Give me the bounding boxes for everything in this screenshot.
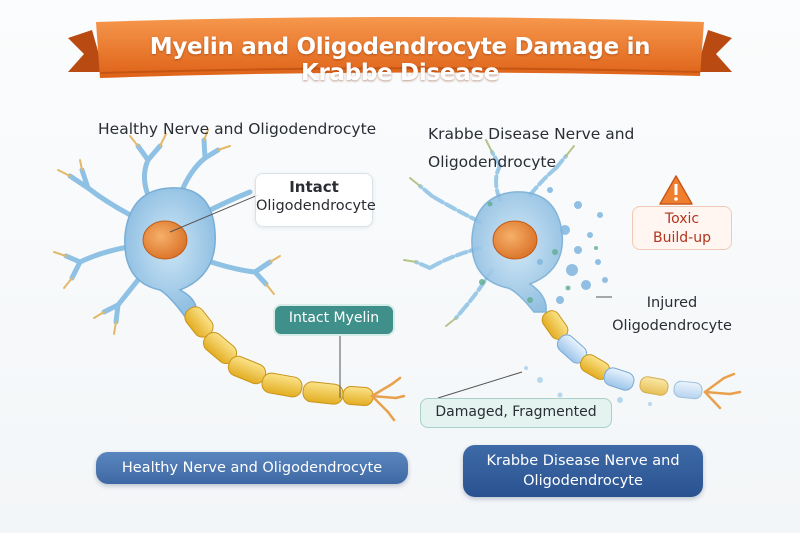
title-banner <box>68 17 732 78</box>
intact-myelin-callout: Intact Myelin <box>273 304 395 336</box>
healthy-myelin-sheath <box>184 306 374 406</box>
damaged-fragmented-callout: Damaged, Fragmented <box>420 398 612 428</box>
page-title: Myelin and Oligodendrocyte Damage in Kra… <box>149 34 651 86</box>
krabbe-footer-line1: Krabbe Disease Nerve and <box>486 453 680 469</box>
damaged-axon-terminal <box>703 372 742 410</box>
toxic-callout-line2: Build-up <box>653 230 711 246</box>
toxic-callout-line1: Toxic <box>664 211 700 227</box>
krabbe-footer-line2: Oligodendrocyte <box>523 473 643 489</box>
healthy-oligodendrocyte <box>53 129 406 422</box>
intact-callout-line2: Oligodendrocyte <box>256 198 376 214</box>
left-leader-lines <box>169 194 341 398</box>
healthy-footer-label: Healthy Nerve and Oligodendrocyte <box>96 452 408 484</box>
injured-callout-line1: Injured <box>646 295 698 311</box>
intact-callout-line1: Intact <box>289 178 339 196</box>
toxic-buildup-callout: Toxic Build-up <box>632 206 732 250</box>
injured-oligodendrocyte-callout: Injured Oligodendrocyte <box>602 292 742 338</box>
warning-triangle-icon <box>659 175 693 205</box>
toxic-debris-particles <box>537 187 608 304</box>
fragmented-myelin-sheath <box>541 310 703 400</box>
left-panel-heading: Healthy Nerve and Oligodendrocyte <box>98 120 377 138</box>
right-leader-lines <box>437 296 612 399</box>
intact-oligodendrocyte-callout: Intact Oligodendrocyte <box>255 173 376 227</box>
damaged-oligodendrocyte <box>403 139 742 410</box>
healthy-axon-terminal <box>370 376 406 422</box>
injured-callout-line2: Oligodendrocyte <box>612 318 732 334</box>
damaged-nucleus <box>492 220 538 260</box>
krabbe-footer-label: Krabbe Disease Nerve and Oligodendrocyte <box>463 445 703 497</box>
healthy-nucleus <box>142 220 188 260</box>
right-panel-heading: Krabbe Disease Nerve and Oligodendrocyte <box>428 125 635 171</box>
